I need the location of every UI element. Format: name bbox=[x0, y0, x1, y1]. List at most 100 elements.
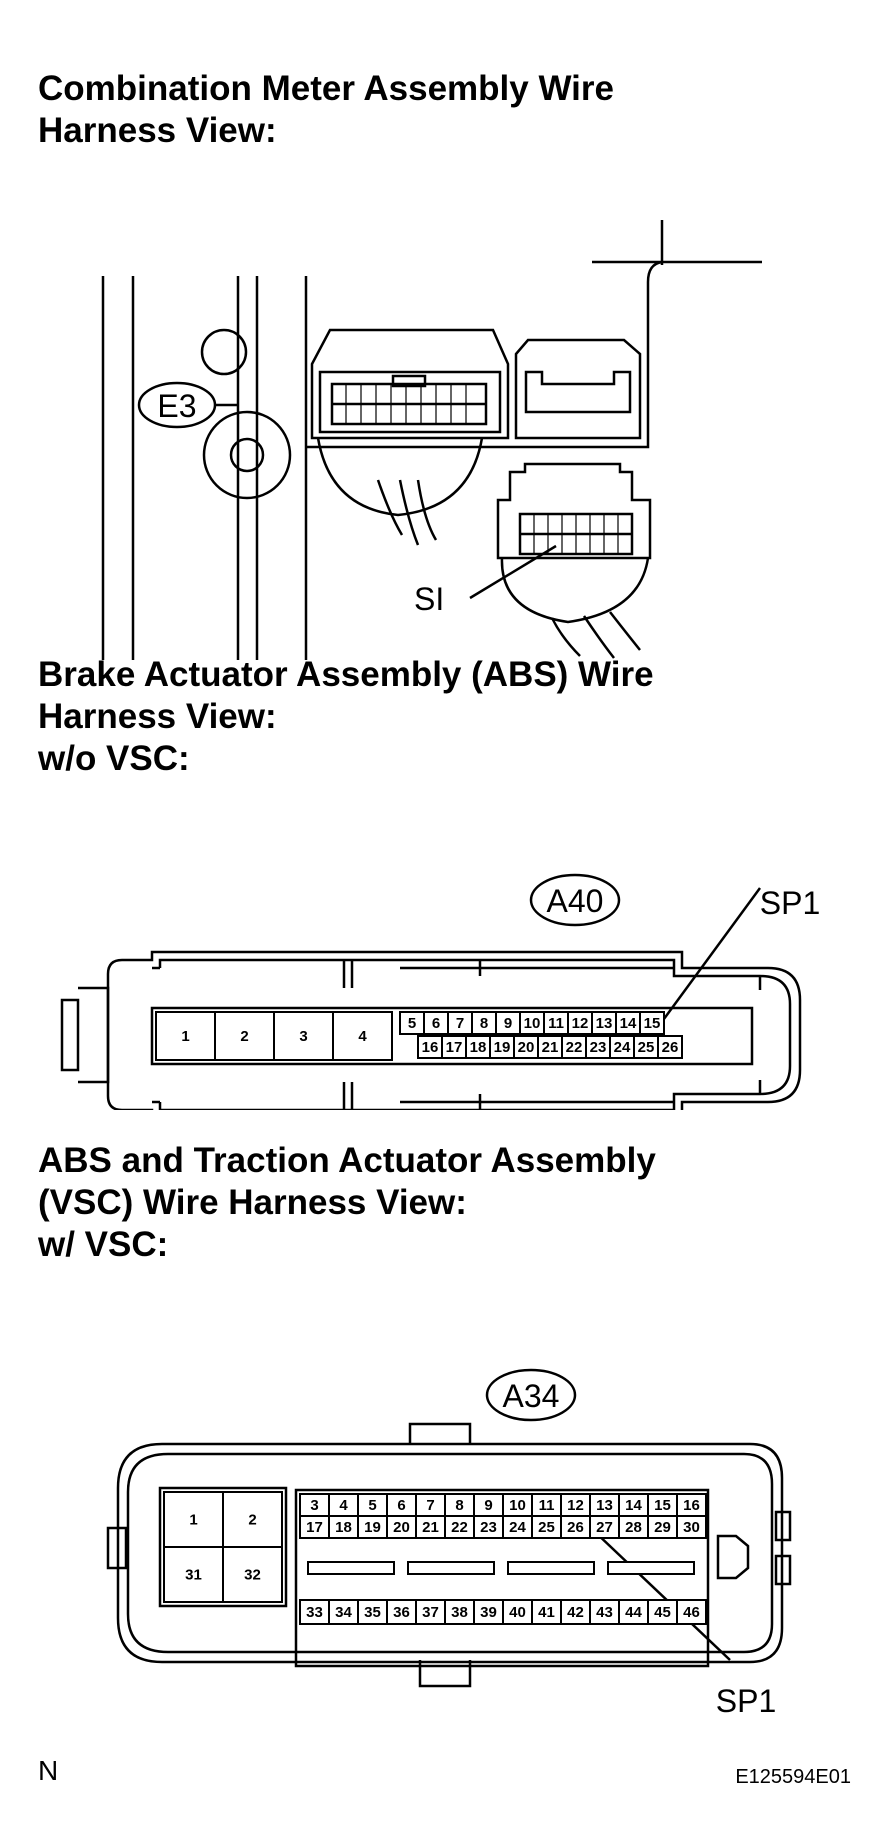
abs-sp1-label: SP1 bbox=[760, 885, 820, 921]
pin-number: 41 bbox=[538, 1604, 555, 1621]
meter-harness-diagram: E3 SI bbox=[101, 220, 762, 660]
pin-number: 25 bbox=[638, 1039, 655, 1056]
vsc-harness-heading: ABS and Traction Actuator Assembly (VSC)… bbox=[38, 1140, 656, 1266]
pin-cavity bbox=[214, 1011, 275, 1061]
pin-number: 22 bbox=[566, 1039, 583, 1056]
cavity-frame bbox=[294, 1488, 710, 1668]
pin-number: 12 bbox=[572, 1015, 589, 1032]
pin-cavity bbox=[328, 1599, 359, 1625]
pin-number: 23 bbox=[480, 1519, 497, 1536]
pin-number: 26 bbox=[662, 1039, 679, 1056]
pin-number: 19 bbox=[494, 1039, 511, 1056]
meter-harness-heading: Combination Meter Assembly Wire Harness … bbox=[38, 68, 614, 152]
vsc-sp1-label: SP1 bbox=[716, 1683, 776, 1719]
pin-cavity bbox=[357, 1599, 388, 1625]
heading-line: Combination Meter Assembly Wire bbox=[38, 69, 614, 108]
pin-number: 30 bbox=[683, 1519, 700, 1536]
pin-cavity bbox=[531, 1599, 562, 1625]
pin-cavity bbox=[676, 1599, 707, 1625]
pin-number: 21 bbox=[542, 1039, 559, 1056]
pin-number: 28 bbox=[625, 1519, 642, 1536]
pin-number: 5 bbox=[368, 1497, 376, 1514]
pin-number: 39 bbox=[480, 1604, 497, 1621]
pin-number: 5 bbox=[408, 1015, 416, 1032]
pin-number: 4 bbox=[339, 1497, 348, 1514]
heading-line: Brake Actuator Assembly (ABS) Wire bbox=[38, 655, 654, 694]
a34-connector-label: A34 bbox=[503, 1378, 560, 1414]
abs-harness-heading: Brake Actuator Assembly (ABS) Wire Harne… bbox=[38, 654, 654, 780]
pin-number: 17 bbox=[446, 1039, 463, 1056]
pin-number: 34 bbox=[335, 1604, 352, 1621]
pin-number: 15 bbox=[644, 1015, 661, 1032]
pin-number: 44 bbox=[625, 1604, 642, 1621]
pin-cavity bbox=[415, 1599, 446, 1625]
pin-number: 2 bbox=[240, 1028, 248, 1045]
pin-number: 7 bbox=[456, 1015, 464, 1032]
pin-number: 17 bbox=[306, 1519, 323, 1536]
pin-number: 25 bbox=[538, 1519, 555, 1536]
pin-cavity bbox=[676, 1515, 707, 1539]
pin-number: 14 bbox=[620, 1015, 637, 1032]
pin-number: 40 bbox=[509, 1604, 526, 1621]
pin-number: 43 bbox=[596, 1604, 613, 1621]
pin-cavity bbox=[618, 1599, 649, 1625]
pin-number: 9 bbox=[484, 1497, 492, 1514]
pin-number: 46 bbox=[683, 1604, 700, 1621]
pin-cavity bbox=[657, 1035, 683, 1059]
heading-line: Harness View: bbox=[38, 697, 277, 736]
heading-line: (VSC) Wire Harness View: bbox=[38, 1183, 467, 1222]
pin-number: 7 bbox=[426, 1497, 434, 1514]
pin-number: 18 bbox=[335, 1519, 352, 1536]
pin-number: 26 bbox=[567, 1519, 584, 1536]
pin-number: 1 bbox=[181, 1028, 189, 1045]
pin-number: 37 bbox=[422, 1604, 439, 1621]
blank-cavity-slot bbox=[607, 1561, 695, 1575]
pin-number: 6 bbox=[397, 1497, 405, 1514]
pin-number: 24 bbox=[509, 1519, 526, 1536]
heading-line: w/ VSC: bbox=[38, 1225, 169, 1264]
pin-number: 10 bbox=[509, 1497, 526, 1514]
si-splice-label: SI bbox=[414, 581, 444, 617]
pin-number: 36 bbox=[393, 1604, 410, 1621]
cavity-frame bbox=[150, 1006, 754, 1066]
pin-number: 13 bbox=[596, 1497, 613, 1514]
pin-cavity bbox=[299, 1599, 330, 1625]
heading-line: ABS and Traction Actuator Assembly bbox=[38, 1141, 656, 1180]
blank-cavity-slot bbox=[307, 1561, 395, 1575]
meter-pin-grid bbox=[345, 384, 467, 424]
heading-line: w/o VSC: bbox=[38, 739, 190, 778]
pin-number: 11 bbox=[539, 1497, 555, 1514]
pin-number: 3 bbox=[310, 1497, 318, 1514]
pin-cavity bbox=[332, 1011, 393, 1061]
footer-left-mark: N bbox=[38, 1755, 59, 1786]
a40-connector-label: A40 bbox=[547, 883, 604, 919]
pin-number: 20 bbox=[393, 1519, 410, 1536]
pin-number: 22 bbox=[451, 1519, 468, 1536]
pin-cavity bbox=[502, 1599, 533, 1625]
pin-number: 9 bbox=[504, 1015, 512, 1032]
pin-number: 13 bbox=[596, 1015, 613, 1032]
pin-number: 31 bbox=[185, 1567, 202, 1584]
pin-number: 14 bbox=[625, 1497, 642, 1514]
pin-number: 33 bbox=[306, 1604, 323, 1621]
pin-number: 27 bbox=[596, 1519, 613, 1536]
pin-number: 24 bbox=[614, 1039, 631, 1056]
pin-cavity bbox=[163, 1546, 224, 1603]
pin-cavity bbox=[222, 1546, 283, 1603]
si-pin-grid bbox=[533, 514, 619, 554]
pin-number: 12 bbox=[567, 1497, 584, 1514]
pin-number: 32 bbox=[244, 1567, 261, 1584]
pin-number: 38 bbox=[451, 1604, 468, 1621]
pin-cavity bbox=[589, 1599, 620, 1625]
pin-number: 6 bbox=[432, 1015, 440, 1032]
pin-number: 29 bbox=[654, 1519, 671, 1536]
pin-number: 45 bbox=[654, 1604, 671, 1621]
pin-number: 2 bbox=[248, 1512, 256, 1529]
heading-line: Harness View: bbox=[38, 111, 277, 150]
pin-cavity bbox=[560, 1599, 591, 1625]
e3-connector-label: E3 bbox=[157, 388, 196, 424]
pin-number: 1 bbox=[189, 1512, 197, 1529]
